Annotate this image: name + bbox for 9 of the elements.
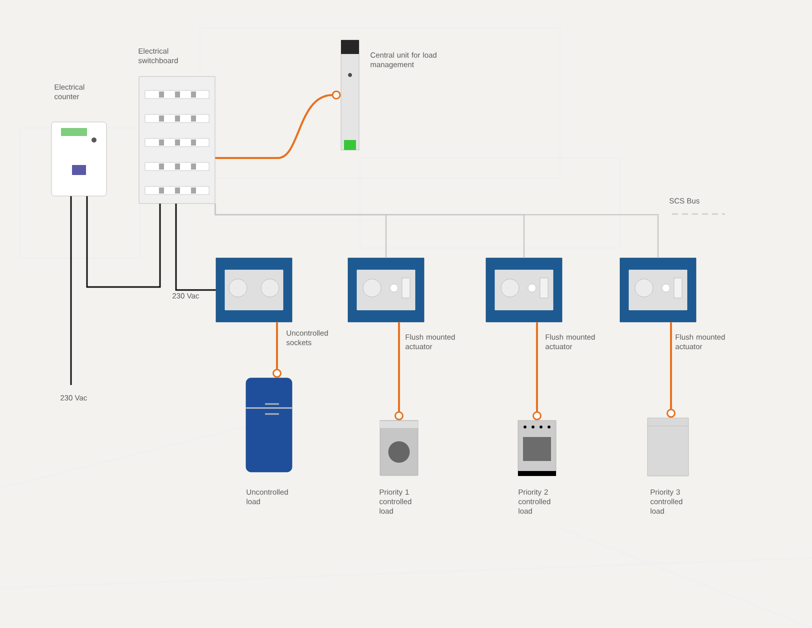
bus-line [214,204,659,258]
wire [70,196,72,385]
wire [175,204,216,291]
wire [86,196,161,288]
connector-line [394,322,404,420]
connector-line [532,322,542,420]
connector-line [215,90,341,159]
connector-line [272,322,282,378]
connector-line [666,322,676,418]
